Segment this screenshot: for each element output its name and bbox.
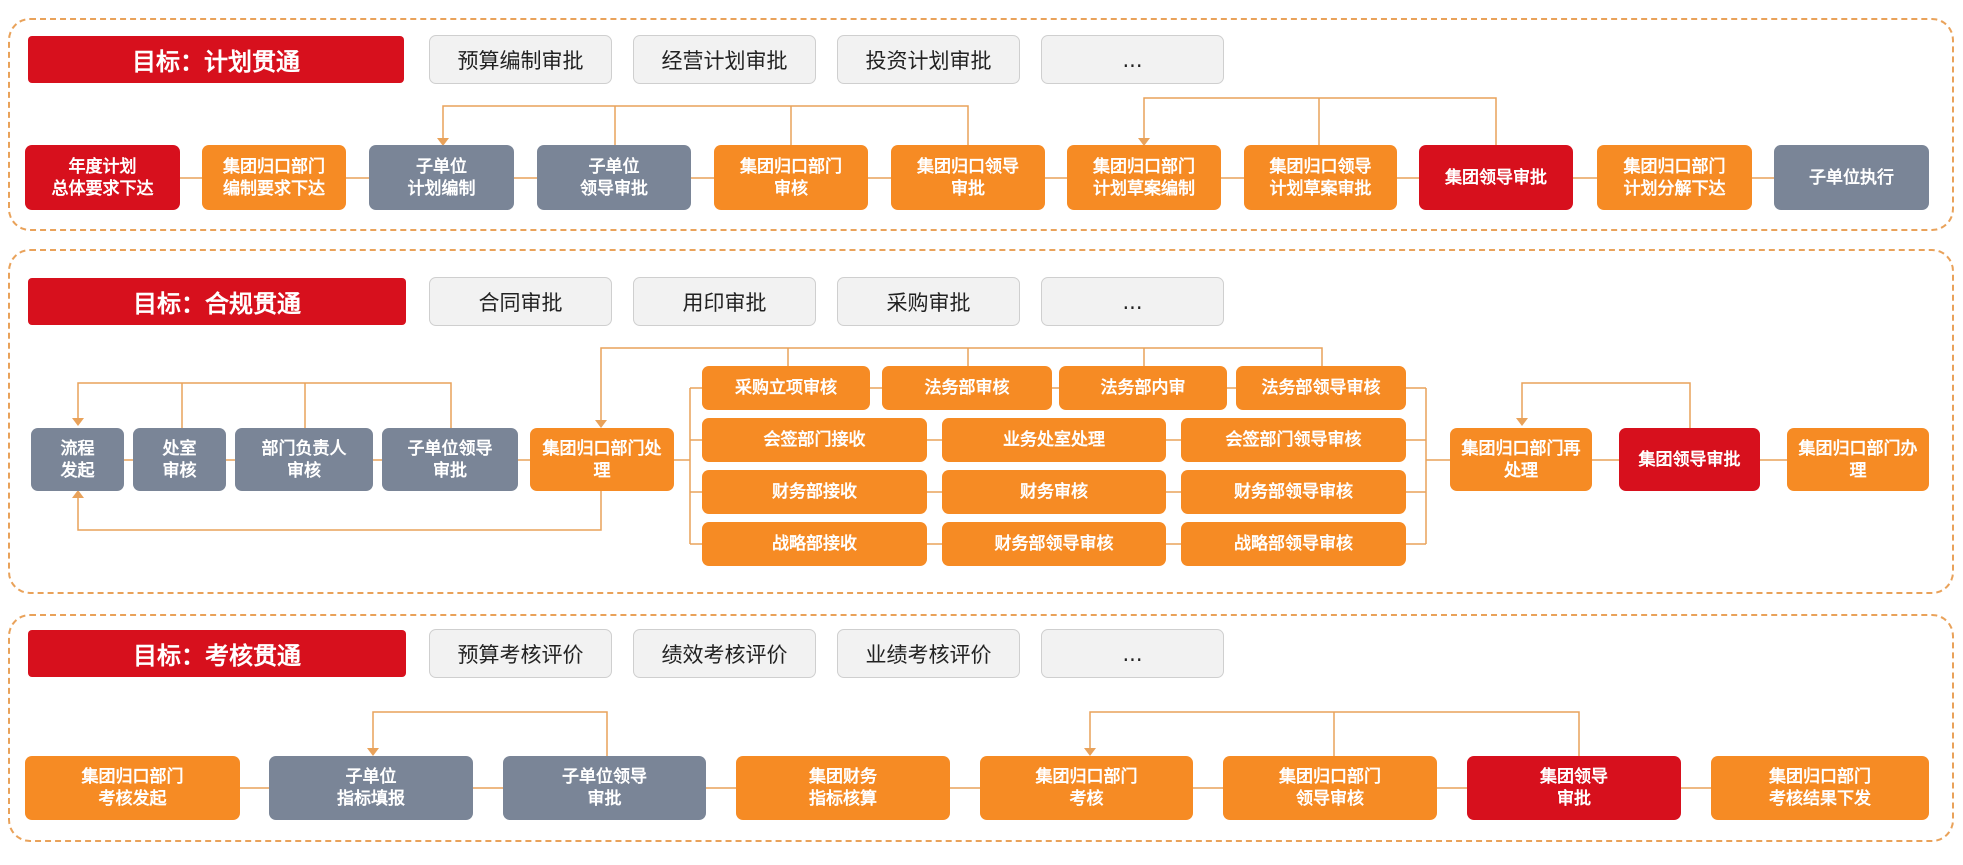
plan-tag-3[interactable]: 投资计划审批 (837, 35, 1020, 84)
compliance-step-dept-head-review[interactable]: 部门负责人 审核 (235, 428, 373, 491)
compliance-step-group-dept-process[interactable]: 集团归口部门处 理 (530, 428, 674, 491)
plan-goal-title: 目标：计划贯通 (28, 36, 404, 83)
plan-step-draft-approve[interactable]: 集团归口领导 计划草案审批 (1244, 145, 1397, 210)
compliance-step-office-review[interactable]: 处室 审核 (133, 428, 226, 491)
plan-step-sub-execute[interactable]: 子单位执行 (1774, 145, 1929, 210)
plan-step-plan-decompose[interactable]: 集团归口部门 计划分解下达 (1597, 145, 1752, 210)
compliance-grid-cosign-leader[interactable]: 会签部门领导审核 (1181, 418, 1406, 462)
compliance-tag-more[interactable]: ... (1041, 277, 1224, 326)
plan-step-group-dept-review[interactable]: 集团归口部门 审核 (714, 145, 868, 210)
plan-step-sub-leader-approve[interactable]: 子单位 领导审批 (537, 145, 691, 210)
plan-step-compile-requirements[interactable]: 集团归口部门 编制要求下达 (202, 145, 346, 210)
assessment-goal-title: 目标：考核贯通 (28, 630, 406, 677)
assessment-tag-more[interactable]: ... (1041, 629, 1224, 678)
plan-tag-1[interactable]: 预算编制审批 (429, 35, 612, 84)
assessment-step-group-dept-assess[interactable]: 集团归口部门 考核 (980, 756, 1193, 820)
compliance-grid-strategy-receive[interactable]: 战略部接收 (702, 522, 927, 566)
compliance-grid-cosign-receive[interactable]: 会签部门接收 (702, 418, 927, 462)
compliance-grid-business-office[interactable]: 业务处室处理 (942, 418, 1166, 462)
assessment-tag-1[interactable]: 预算考核评价 (429, 629, 612, 678)
assessment-step-initiate[interactable]: 集团归口部门 考核发起 (25, 756, 240, 820)
plan-step-sub-plan-compile[interactable]: 子单位 计划编制 (369, 145, 514, 210)
compliance-grid-procure-review[interactable]: 采购立项审核 (702, 366, 870, 410)
compliance-tag-1[interactable]: 合同审批 (429, 277, 612, 326)
compliance-grid-finance-receive[interactable]: 财务部接收 (702, 470, 927, 514)
compliance-grid-legal-review[interactable]: 法务部审核 (882, 366, 1052, 410)
compliance-grid-finance-leader-2[interactable]: 财务部领导审核 (942, 522, 1166, 566)
compliance-step-sub-leader-approve[interactable]: 子单位领导 审批 (382, 428, 518, 491)
assessment-tag-2[interactable]: 绩效考核评价 (633, 629, 816, 678)
compliance-grid-finance-leader[interactable]: 财务部领导审核 (1181, 470, 1406, 514)
plan-step-annual-requirements[interactable]: 年度计划 总体要求下达 (25, 145, 180, 210)
compliance-goal-title: 目标：合规贯通 (28, 278, 406, 325)
compliance-grid-legal-leader[interactable]: 法务部领导审核 (1236, 366, 1406, 410)
assessment-step-group-dept-leader-review[interactable]: 集团归口部门 领导审核 (1223, 756, 1437, 820)
plan-panel (8, 18, 1954, 231)
plan-step-group-leader-approve[interactable]: 集团归口领导 审批 (891, 145, 1045, 210)
assessment-step-group-leadership-approve[interactable]: 集团领导 审批 (1467, 756, 1681, 820)
compliance-step-group-reprocess[interactable]: 集团归口部门再 处理 (1450, 428, 1592, 491)
assessment-step-finance-calc[interactable]: 集团财务 指标核算 (736, 756, 950, 820)
compliance-grid-finance-review[interactable]: 财务审核 (942, 470, 1166, 514)
compliance-step-initiate[interactable]: 流程 发起 (31, 428, 124, 491)
assessment-panel (8, 614, 1954, 842)
compliance-step-group-leadership-approve[interactable]: 集团领导审批 (1619, 428, 1760, 491)
assessment-step-result-issue[interactable]: 集团归口部门 考核结果下发 (1711, 756, 1929, 820)
compliance-panel (8, 249, 1954, 594)
assessment-step-sub-indicator-fill[interactable]: 子单位 指标填报 (269, 756, 473, 820)
plan-tag-2[interactable]: 经营计划审批 (633, 35, 816, 84)
assessment-tag-3[interactable]: 业绩考核评价 (837, 629, 1020, 678)
assessment-step-sub-leader-approve[interactable]: 子单位领导 审批 (503, 756, 706, 820)
compliance-tag-3[interactable]: 采购审批 (837, 277, 1020, 326)
compliance-grid-legal-internal[interactable]: 法务部内审 (1059, 366, 1227, 410)
compliance-tag-2[interactable]: 用印审批 (633, 277, 816, 326)
compliance-grid-strategy-leader[interactable]: 战略部领导审核 (1181, 522, 1406, 566)
plan-step-draft-compile[interactable]: 集团归口部门 计划草案编制 (1067, 145, 1221, 210)
plan-tag-more[interactable]: ... (1041, 35, 1224, 84)
plan-step-group-leadership-approve[interactable]: 集团领导审批 (1419, 145, 1573, 210)
compliance-step-group-handle[interactable]: 集团归口部门办 理 (1787, 428, 1929, 491)
